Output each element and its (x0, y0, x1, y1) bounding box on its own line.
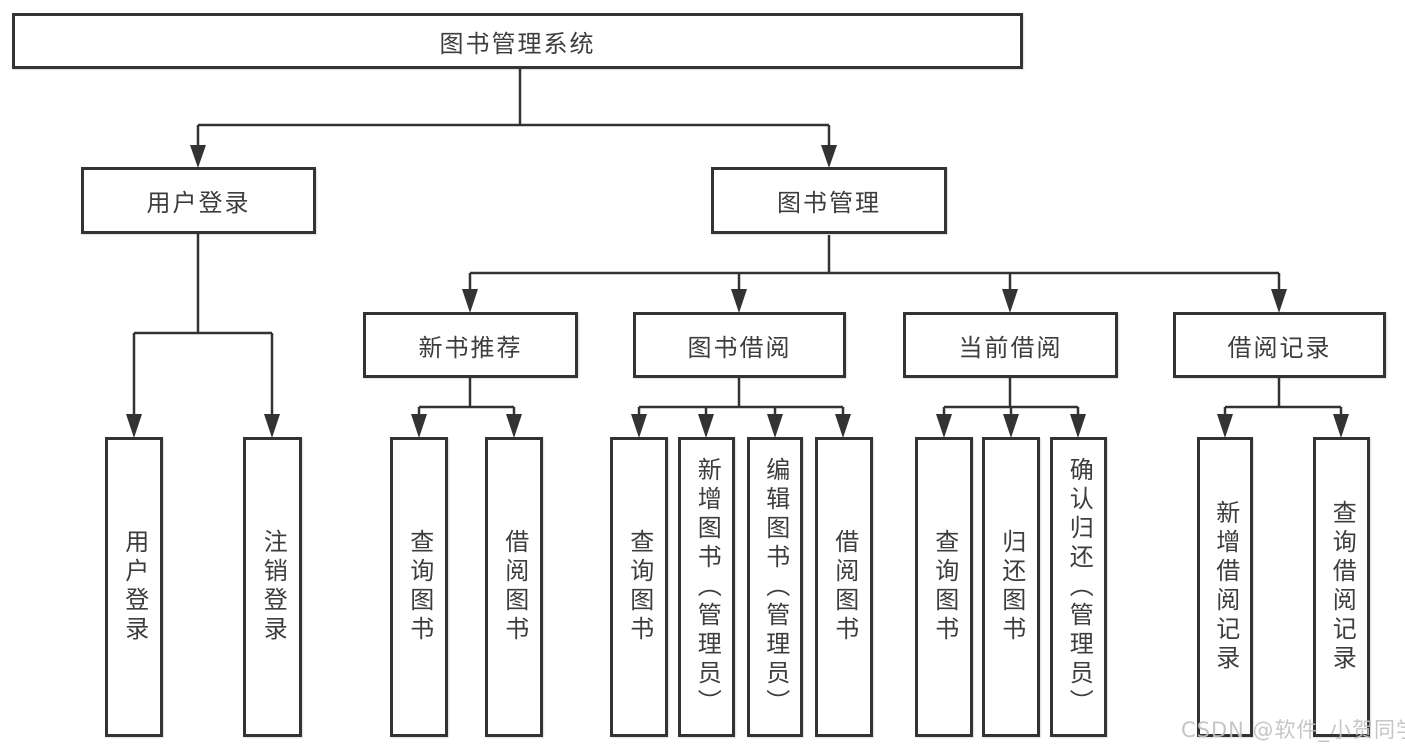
leaf-recommend-query-books-label: 查询图书 (405, 529, 434, 645)
node-book-borrow: 图书借阅 (633, 312, 846, 378)
leaf-recommend-query-books: 查询图书 (390, 437, 448, 737)
leaf-return-books: 归还图书 (982, 437, 1040, 737)
leaf-logout-label: 注销登录 (259, 529, 288, 645)
node-current-borrow-label: 当前借阅 (958, 333, 1063, 362)
csdn-watermark: CSDN @软件_小贺同学 (1181, 718, 1405, 742)
leaf-current-query-books-label: 查询图书 (930, 529, 959, 645)
node-user-login-label: 用户登录 (146, 189, 251, 217)
leaf-borrow-books-label: 借阅图书 (830, 529, 859, 645)
leaf-user-login-label: 用户登录 (120, 529, 149, 645)
leaf-confirm-return-admin: 确认归还（管理员） (1050, 437, 1107, 737)
leaf-borrow-books: 借阅图书 (815, 437, 873, 737)
leaf-edit-books-admin: 编辑图书（管理员） (747, 437, 803, 737)
node-root: 图书管理系统 (12, 13, 1023, 69)
node-book-management: 图书管理 (711, 167, 947, 234)
leaf-add-books-admin-label: 新增图书（管理员） (693, 456, 722, 718)
node-book-management-label: 图书管理 (777, 189, 881, 217)
leaf-borrow-query-books-label: 查询图书 (625, 529, 654, 645)
node-new-book-recommend-label: 新书推荐 (418, 333, 523, 362)
node-root-label: 图书管理系统 (439, 29, 596, 58)
node-new-book-recommend: 新书推荐 (363, 312, 578, 378)
node-borrow-records: 借阅记录 (1173, 312, 1386, 378)
leaf-borrow-query-books: 查询图书 (610, 437, 668, 737)
node-borrow-records-label: 借阅记录 (1227, 333, 1332, 362)
leaf-return-books-label: 归还图书 (997, 529, 1026, 645)
leaf-add-books-admin: 新增图书（管理员） (678, 437, 735, 737)
leaf-recommend-borrow-books: 借阅图书 (485, 437, 543, 737)
leaf-logout: 注销登录 (243, 437, 302, 737)
leaf-user-login: 用户登录 (105, 437, 163, 737)
leaf-edit-books-admin-label: 编辑图书（管理员） (761, 456, 790, 718)
leaf-confirm-return-admin-label: 确认归还（管理员） (1065, 456, 1094, 718)
node-user-login: 用户登录 (81, 167, 316, 234)
node-book-borrow-label: 图书借阅 (687, 333, 792, 362)
leaf-current-query-books: 查询图书 (915, 437, 973, 737)
node-current-borrow: 当前借阅 (903, 312, 1118, 378)
leaf-add-borrow-record-label: 新增借阅记录 (1211, 500, 1240, 674)
leaf-add-borrow-record: 新增借阅记录 (1197, 437, 1253, 737)
leaf-recommend-borrow-books-label: 借阅图书 (500, 529, 529, 645)
leaf-query-borrow-record: 查询借阅记录 (1313, 437, 1370, 737)
leaf-query-borrow-record-label: 查询借阅记录 (1328, 500, 1357, 674)
